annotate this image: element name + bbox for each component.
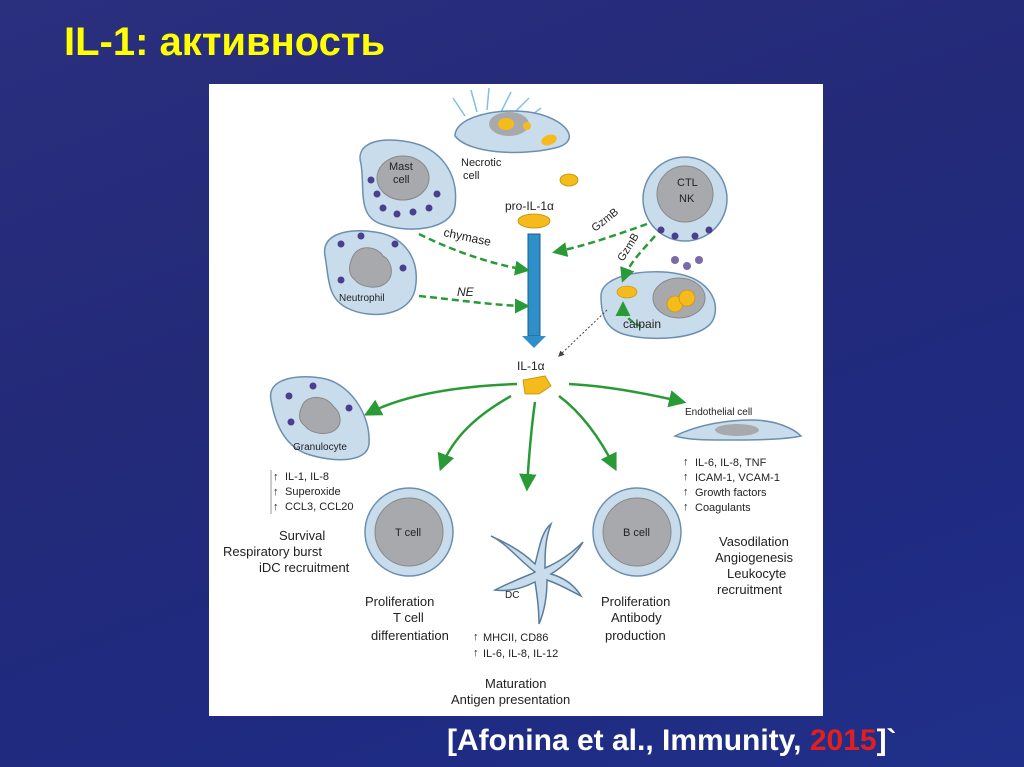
t-cell-outcome-1: Proliferation: [365, 594, 434, 609]
effect-arrows: [363, 382, 687, 492]
granulocyte-marker-1: IL-1, IL-8: [285, 471, 329, 483]
necrotic-label-1: Necrotic: [461, 157, 502, 169]
dc-outcome-1: Maturation: [485, 676, 546, 691]
calpain-label: calpain: [623, 317, 661, 331]
endothelial-label: Endothelial cell: [685, 407, 752, 418]
necrotic-label-2: cell: [463, 170, 480, 182]
mast-cell: Mast cell: [359, 139, 457, 230]
gzmb-arrow-1: [552, 222, 648, 257]
mast-label-2: cell: [393, 174, 410, 186]
slide-title: IL-1: активность: [64, 20, 386, 64]
up-arrow: ↑: [683, 456, 689, 468]
necrotic-cell: Necrotic cell: [452, 87, 570, 182]
up-arrow: ↑: [273, 486, 279, 498]
t-cell: T cell: [364, 487, 454, 577]
dc-markers: ↑ MHCII, CD86 ↑ IL-6, IL-8, IL-12: [473, 631, 558, 660]
dc-label: DC: [505, 590, 519, 601]
b-cell-outcome-2: Antibody: [611, 610, 662, 625]
t-cell-outcome-2: T cell: [393, 610, 424, 625]
ctl-nk-cell: CTL NK: [642, 156, 728, 270]
gzmb-label-2: GzmB: [615, 231, 641, 263]
citation: [Afonina et al., Immunity, 2015]`: [447, 724, 897, 758]
b-cell-outcome-1: Proliferation: [601, 594, 670, 609]
dc-marker-1: MHCII, CD86: [483, 632, 548, 644]
release-arrow: [558, 309, 608, 357]
chymase-arrow: [418, 232, 530, 276]
endothelial-marker-4: Coagulants: [695, 502, 751, 514]
up-arrow: ↑: [273, 471, 279, 483]
b-cell-outcome-3: production: [605, 628, 666, 643]
pro-il1a-label: pro-IL-1α: [505, 199, 554, 213]
il1-activity-diagram: Necrotic cell Mast cell Neutrophil: [223, 87, 803, 707]
il1a-label: IL-1α: [517, 359, 545, 373]
mast-label-1: Mast: [389, 161, 413, 173]
up-arrow: ↑: [473, 647, 479, 659]
granulocyte-marker-3: CCL3, CCL20: [285, 501, 353, 513]
il1a-molecule: [522, 375, 552, 395]
target-cell: [600, 271, 717, 340]
granulocyte: Granulocyte: [269, 376, 370, 461]
processing-arrow: [527, 233, 541, 337]
dc-outcome-2: Antigen presentation: [451, 692, 570, 707]
dendritic-cell: [490, 521, 584, 625]
endothelial-markers: ↑ IL-6, IL-8, TNF ↑ ICAM-1, VCAM-1 ↑ Gro…: [683, 456, 780, 514]
gzmb-label-1: GzmB: [589, 206, 620, 234]
endothelial-marker-1: IL-6, IL-8, TNF: [695, 457, 767, 469]
citation-year: 2015: [809, 724, 877, 757]
granulocyte-outcome-1: Survival: [279, 528, 325, 543]
ne-arrow: [418, 294, 530, 314]
nk-label: NK: [679, 193, 695, 205]
granulocyte-outcome-2: Respiratory burst: [223, 544, 322, 559]
up-arrow: ↑: [683, 501, 689, 513]
t-cell-label: T cell: [395, 527, 421, 539]
endothelial-cell: [672, 419, 803, 441]
endothelial-outcome-2: Angiogenesis: [715, 550, 794, 565]
granulocyte-markers: ↑ IL-1, IL-8 ↑ Superoxide ↑ CCL3, CCL20: [273, 471, 353, 513]
granulocyte-label: Granulocyte: [293, 442, 347, 453]
t-cell-outcome-3: differentiation: [371, 628, 449, 643]
endothelial-outcome-1: Vasodilation: [719, 534, 789, 549]
figure-panel: Necrotic cell Mast cell Neutrophil: [209, 84, 823, 716]
up-arrow: ↑: [273, 501, 279, 513]
endothelial-outcome-3: Leukocyte: [727, 566, 786, 581]
gzmb-arrow-2: [620, 235, 656, 283]
up-arrow: ↑: [473, 631, 479, 643]
dc-marker-2: IL-6, IL-8, IL-12: [483, 648, 558, 660]
citation-suffix: ]`: [876, 724, 897, 757]
neutrophil-label: Neutrophil: [339, 293, 385, 304]
granulocyte-marker-2: Superoxide: [285, 486, 341, 498]
b-cell-label: B cell: [623, 527, 650, 539]
processing-arrowhead: [522, 336, 546, 348]
b-cell: B cell: [592, 487, 682, 577]
ctl-label: CTL: [677, 177, 698, 189]
chymase-label: chymase: [442, 225, 492, 249]
up-arrow: ↑: [683, 486, 689, 498]
citation-prefix: [Afonina et al., Immunity,: [447, 724, 810, 757]
neutrophil: Neutrophil: [323, 230, 417, 316]
pro-il1a-molecule: [517, 213, 551, 229]
up-arrow: ↑: [683, 471, 689, 483]
granulocyte-outcome-3: iDC recruitment: [259, 560, 350, 575]
endothelial-marker-3: Growth factors: [695, 487, 767, 499]
calpain-arrow: [615, 301, 642, 328]
ne-label: NE: [457, 285, 475, 299]
released-il1a: [559, 173, 579, 187]
endothelial-marker-2: ICAM-1, VCAM-1: [695, 472, 780, 484]
endothelial-outcome-4: recruitment: [717, 582, 782, 597]
